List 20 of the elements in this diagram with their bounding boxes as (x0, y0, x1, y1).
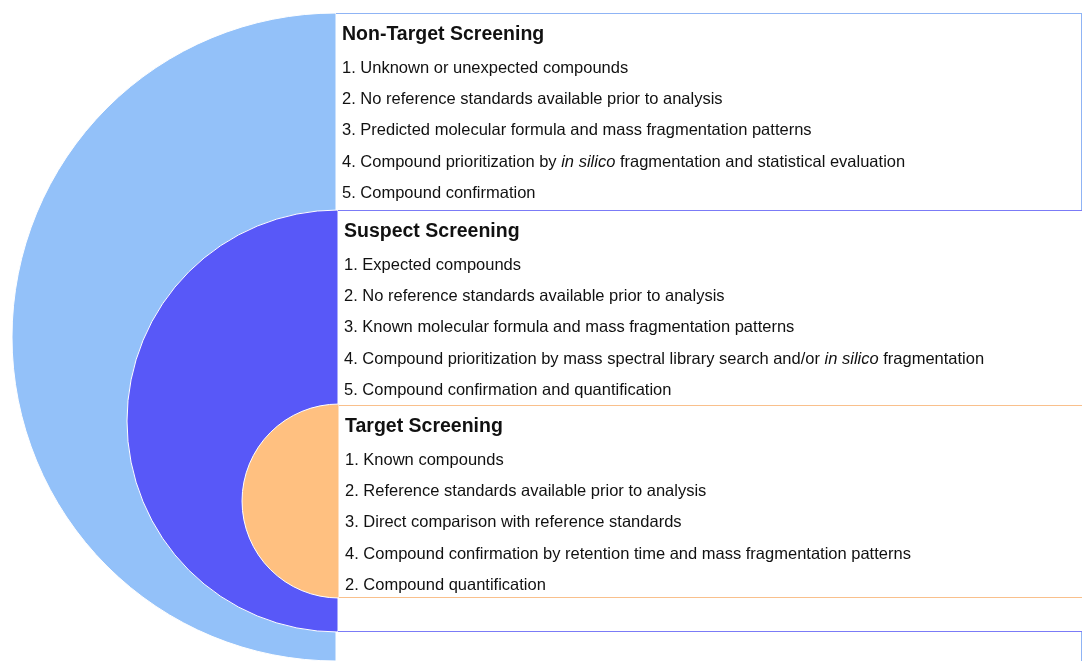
list-item: 2. Reference standards available prior to analysis (345, 481, 707, 501)
list-item: 2. Compound quantification (345, 574, 546, 594)
list-item: 5. Compound confirmation (342, 182, 536, 202)
list-item: 3. Predicted molecular formula and mass fragmentation patterns (342, 120, 812, 140)
list-item: 4. Compound prioritization by mass spectral library search and/or in silico fragmentation (344, 348, 985, 368)
list-item: 5. Compound confirmation and quantification (344, 379, 672, 399)
section-heading: Target Screening (345, 414, 503, 437)
section-heading: Non-Target Screening (342, 22, 545, 45)
list-item: 1. Expected compounds (344, 255, 522, 274)
screening-level (12, 13, 1082, 661)
list-item: 4. Compound confirmation by retention time and mass fragmentation patterns (345, 543, 911, 563)
list-item: 3. Direct comparison with reference standards (345, 512, 682, 532)
list-item: 1. Unknown or unexpected compounds (342, 58, 629, 77)
list-item: 2. No reference standards available prior to analysis (344, 286, 725, 306)
list-item: 1. Known compounds (345, 450, 504, 469)
list-item: 3. Known molecular formula and mass fragmentation patterns (344, 317, 795, 337)
section-heading: Suspect Screening (344, 219, 520, 242)
screening-level (127, 210, 1082, 632)
list-item: 4. Compound prioritization by in silico fragmentation and statistical evaluation (342, 151, 906, 171)
list-item: 2. No reference standards available prior to analysis (342, 89, 723, 109)
